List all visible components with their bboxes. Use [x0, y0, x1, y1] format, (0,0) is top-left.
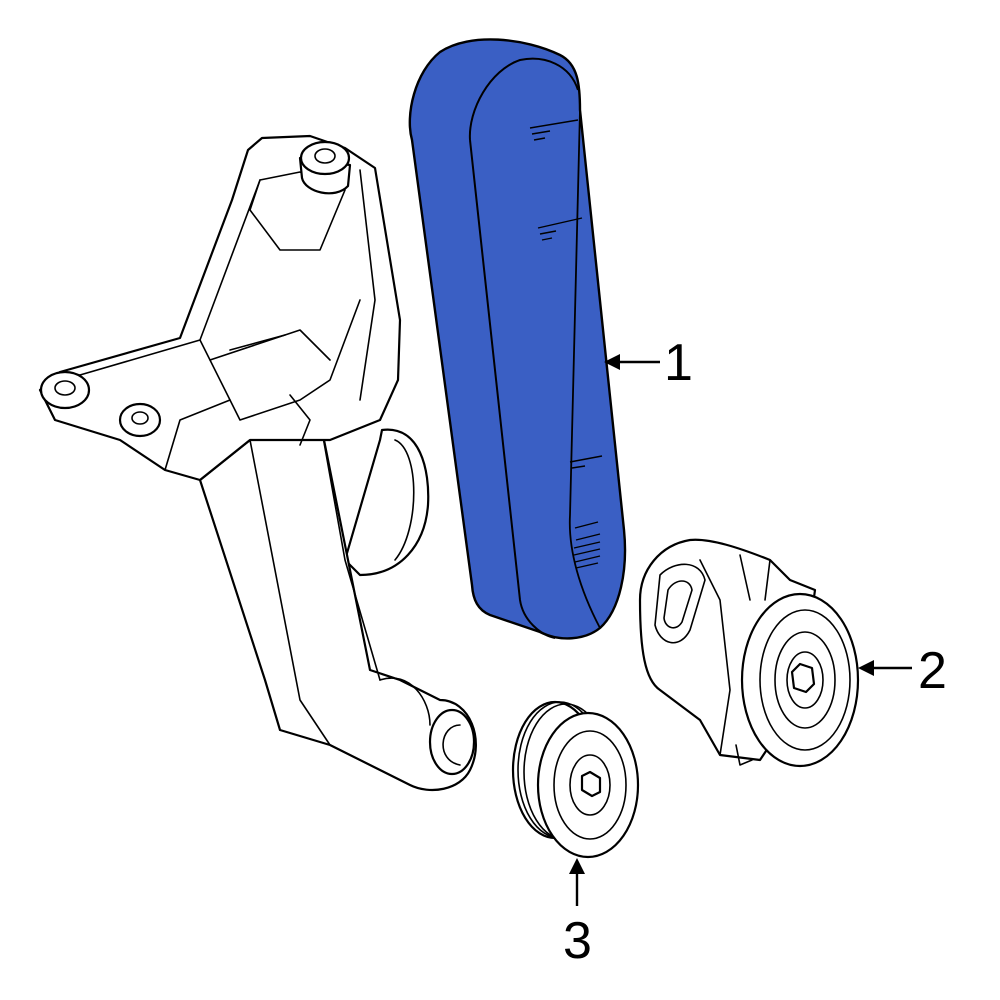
belt-tensioner — [638, 538, 860, 768]
callout-1-label: 1 — [664, 334, 693, 392]
idler-pulley-bolt — [580, 770, 602, 798]
idler-pulley — [511, 700, 640, 859]
bracket-mid-boss — [118, 402, 162, 438]
serpentine-belt — [408, 38, 627, 640]
callout-3-arrow-icon — [569, 858, 585, 874]
callout-1-arrow-icon — [604, 354, 620, 370]
belt-rib-marks — [529, 119, 603, 569]
callout-1: 1 — [604, 334, 693, 392]
callout-2-arrow-icon — [858, 660, 874, 676]
bracket-lower-arm — [198, 418, 477, 792]
callout-3: 3 — [563, 858, 592, 970]
callout-3-label: 3 — [563, 912, 592, 970]
bracket-left-boss — [39, 370, 91, 410]
tensioner-bolt — [790, 662, 816, 694]
bracket-lower-boss — [428, 708, 476, 776]
callout-2: 2 — [858, 642, 947, 700]
belt-outer — [408, 38, 627, 640]
callout-2-label: 2 — [918, 642, 947, 700]
mounting-bracket — [38, 134, 477, 792]
bracket-rear-pulley — [343, 428, 430, 577]
